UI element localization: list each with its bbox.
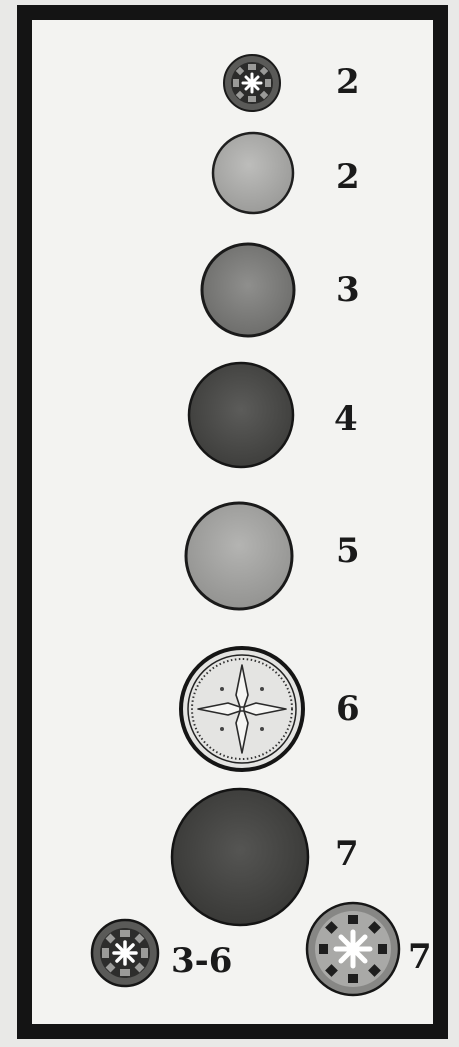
engraved-cross-disk-icon [178,645,306,773]
light-grey-disk-icon [211,131,295,215]
star-disk-small-icon [222,53,282,113]
light-grey-disk-icon [184,501,294,611]
mid-grey-disk-icon [200,242,296,338]
dark-grey-disk-icon [187,361,295,469]
star-disk-icon [90,918,160,988]
large-dark-disk-icon [170,787,310,927]
piece-label: 3 [336,273,360,307]
piece-label: 4 [334,402,358,436]
large-star-disk-icon [305,901,401,997]
piece-label: 6 [336,692,360,726]
piece-label: 2 [336,160,360,194]
piece-label: 5 [336,534,360,568]
plate: 2 2 3 [17,5,448,1039]
piece-label: 7 [408,940,432,974]
piece-label: 3-6 [171,944,232,978]
piece-label: 7 [335,837,359,871]
piece-label: 2 [336,65,360,99]
